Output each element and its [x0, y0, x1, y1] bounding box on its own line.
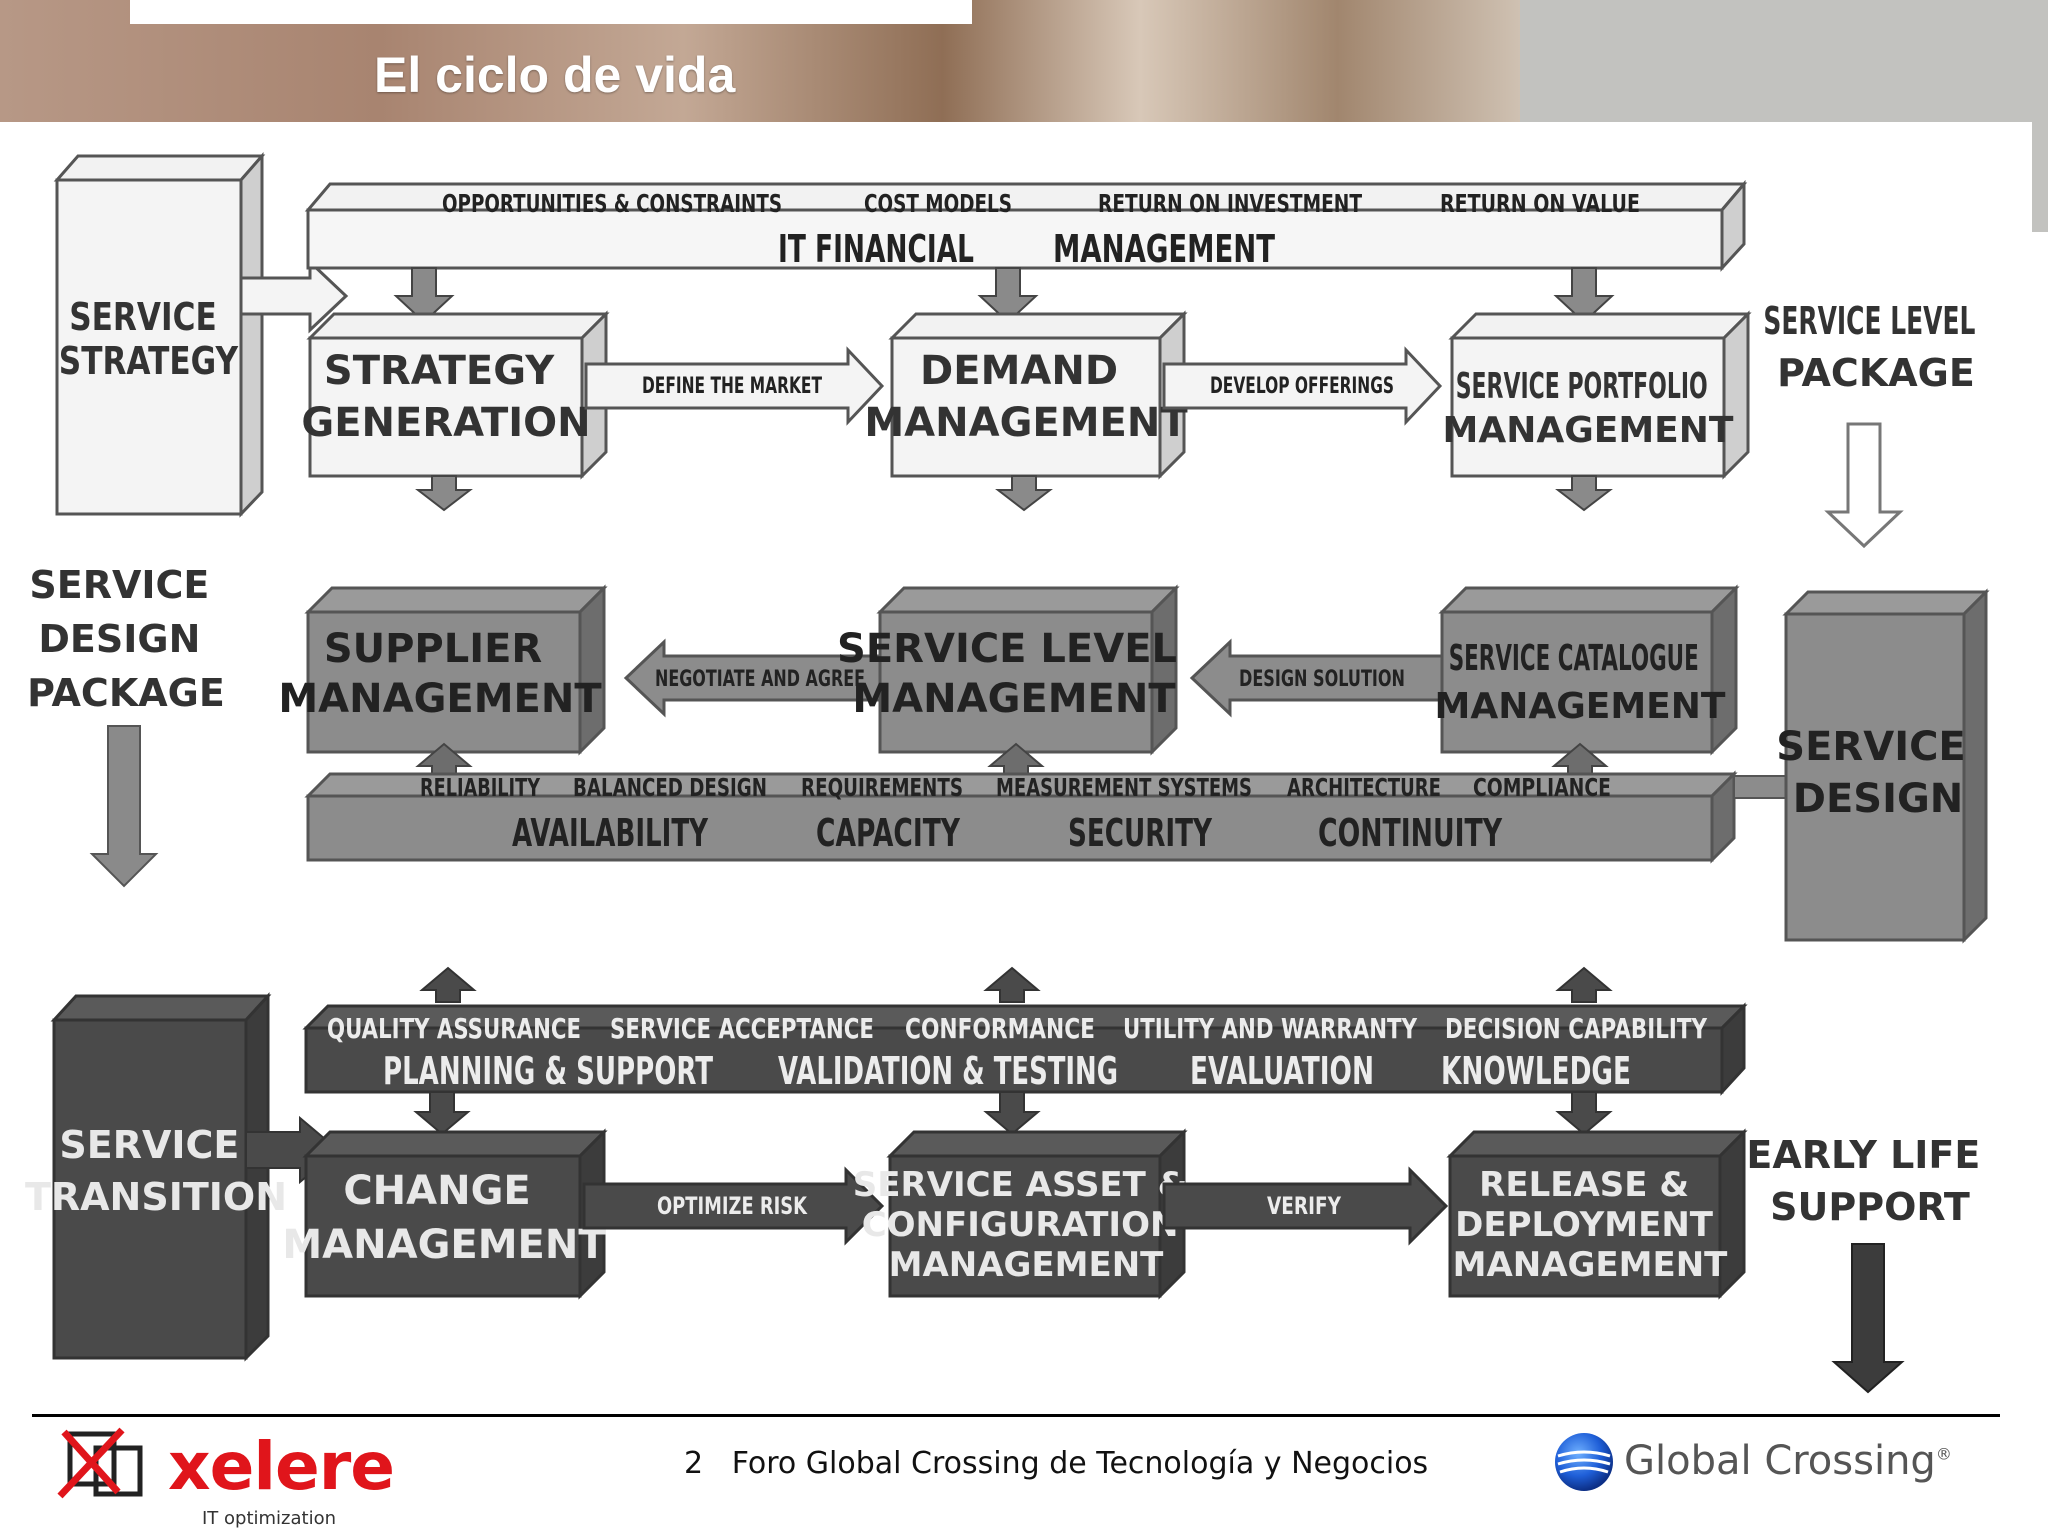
design-processes-bar: [304, 770, 1738, 864]
service-level-package-arrow: [1824, 422, 1904, 549]
xelere-logo: xelere IT optimization: [56, 1424, 395, 1534]
optimize-risk-arrow: [582, 1166, 885, 1246]
release-deployment-box: [1446, 1128, 1748, 1300]
transition-title-evaluation: EVALUATION: [1190, 1049, 1374, 1093]
design-solution-label: DESIGN SOLUTION: [1239, 667, 1405, 692]
footer-event-name: Foro Global Crossing de Tecnología y Neg…: [731, 1446, 1429, 1481]
financial-item-cost-models: COST MODELS: [864, 189, 1012, 218]
slide-title: El ciclo de vida: [374, 47, 736, 103]
define-market-arrow: [584, 346, 885, 426]
global-crossing-wordmark: Global Crossing®: [1624, 1438, 1952, 1484]
negotiate-agree-label: NEGOTIATE AND AGREE: [655, 667, 865, 692]
financial-item-roi: RETURN ON INVESTMENT: [1098, 189, 1362, 218]
financial-bar-title-left: IT FINANCIAL: [778, 227, 974, 271]
strategy-to-bar-arrow: [239, 258, 349, 334]
supplier-management-box: [304, 584, 608, 756]
globe-icon: [1555, 1433, 1613, 1491]
design-title-continuity: CONTINUITY: [1318, 811, 1502, 855]
service-strategy-box: [53, 152, 266, 518]
transition-item-decision-capability: DECISION CAPABILITY: [1445, 1012, 1708, 1045]
footer-divider: [32, 1414, 2000, 1417]
financial-down-arrows: [393, 267, 1615, 324]
design-title-security: SECURITY: [1068, 811, 1212, 855]
transition-title-planning: PLANNING & SUPPORT: [383, 1049, 713, 1093]
header-white-bar: [130, 0, 972, 24]
transition-title-validation: VALIDATION & TESTING: [778, 1049, 1118, 1093]
footer-caption: 2 Foro Global Crossing de Tecnología y N…: [684, 1446, 1428, 1481]
service-level-package-label: SERVICE LEVEL PACKAGE: [1763, 299, 1988, 395]
develop-offerings-arrow: [1162, 346, 1443, 426]
supplier-management-label: SUPPLIER MANAGEMENT: [278, 626, 602, 722]
transition-item-conformance: CONFORMANCE: [905, 1012, 1095, 1045]
service-transition-label: SERVICE TRANSITION: [25, 1123, 287, 1219]
strategy-generation-label: STRATEGY GENERATION: [301, 348, 590, 446]
service-portfolio-box: [1448, 310, 1752, 480]
header-grey-panel: [1520, 0, 2048, 122]
transition-title-knowledge: KNOWLEDGE: [1441, 1049, 1631, 1093]
design-title-capacity: CAPACITY: [816, 811, 960, 855]
design-item-measurement: MEASUREMENT SYSTEMS: [996, 773, 1252, 802]
strategy-row-down-arrows: [415, 475, 1613, 512]
design-item-compliance: COMPLIANCE: [1473, 773, 1611, 802]
slide-header: El ciclo de vida: [0, 0, 2048, 122]
change-management-box: [302, 1128, 608, 1300]
financial-bar-title-right: MANAGEMENT: [1053, 227, 1275, 271]
service-level-management-label: SERVICE LEVEL MANAGEMENT: [837, 626, 1191, 722]
side-panel-edge: [2032, 122, 2048, 232]
design-title-availability: AVAILABILITY: [512, 811, 708, 855]
transition-item-utility-warranty: UTILITY AND WARRANTY: [1123, 1012, 1418, 1045]
early-life-support-arrow: [1831, 1243, 1905, 1394]
financial-item-rov: RETURN ON VALUE: [1440, 189, 1640, 218]
service-design-package-label: SERVICE DESIGN PACKAGE: [27, 563, 225, 715]
service-catalogue-box: [1438, 584, 1740, 756]
service-design-box: [1782, 588, 1990, 944]
transition-up-arrows: [419, 966, 1613, 1003]
xelere-tagline: IT optimization: [202, 1508, 337, 1529]
service-strategy-label: SERVICE STRATEGY: [59, 296, 239, 384]
service-catalogue-label: SERVICE CATALOGUE MANAGEMENT: [1435, 638, 1726, 727]
transition-processes-bar: [302, 1002, 1748, 1096]
service-design-package-arrow: [89, 725, 159, 888]
design-item-reliability: RELIABILITY: [420, 773, 541, 802]
xelere-mark-icon: [57, 1427, 143, 1499]
verify-label: VERIFY: [1267, 1192, 1341, 1220]
design-item-requirements: REQUIREMENTS: [801, 773, 963, 802]
design-solution-arrow: [1189, 638, 1444, 718]
service-design-label: SERVICE DESIGN: [1776, 724, 1979, 822]
design-item-architecture: ARCHITECTURE: [1287, 773, 1441, 802]
demand-management-box: [888, 310, 1188, 480]
service-portfolio-label: SERVICE PORTFOLIO MANAGEMENT: [1443, 366, 1734, 451]
footer-page-number: 2: [684, 1446, 704, 1481]
develop-offerings-label: DEVELOP OFFERINGS: [1210, 374, 1394, 399]
negotiate-agree-arrow: [623, 638, 882, 718]
verify-arrow: [1162, 1166, 1449, 1246]
strategy-generation-box: [306, 310, 610, 480]
design-item-balanced-design: BALANCED DESIGN: [573, 773, 767, 802]
service-level-management-box: [876, 584, 1180, 756]
service-asset-label: SERVICE ASSET & CONFIGURATION MANAGEMENT: [853, 1165, 1199, 1285]
early-life-support-label: EARLY LIFE SUPPORT: [1746, 1133, 1993, 1229]
xelere-wordmark: xelere: [168, 1428, 395, 1505]
design-bar-connector: [1733, 775, 1787, 799]
change-management-label: CHANGE MANAGEMENT: [282, 1168, 606, 1268]
it-financial-management-bar: [304, 179, 1748, 272]
transition-item-quality-assurance: QUALITY ASSURANCE: [327, 1012, 581, 1045]
release-deployment-label: RELEASE & DEPLOYMENT MANAGEMENT: [1453, 1165, 1729, 1285]
service-transition-box: [50, 992, 272, 1362]
transition-item-service-acceptance: SERVICE ACCEPTANCE: [610, 1012, 874, 1045]
demand-management-label: DEMAND MANAGEMENT: [864, 348, 1188, 446]
global-crossing-logo: Global Crossing®: [1552, 1428, 1972, 1498]
transition-down-arrows: [413, 1091, 1613, 1136]
financial-item-opportunities: OPPORTUNITIES & CONSTRAINTS: [442, 189, 782, 218]
define-market-label: DEFINE THE MARKET: [642, 374, 822, 399]
optimize-risk-label: OPTIMIZE RISK: [657, 1192, 808, 1220]
